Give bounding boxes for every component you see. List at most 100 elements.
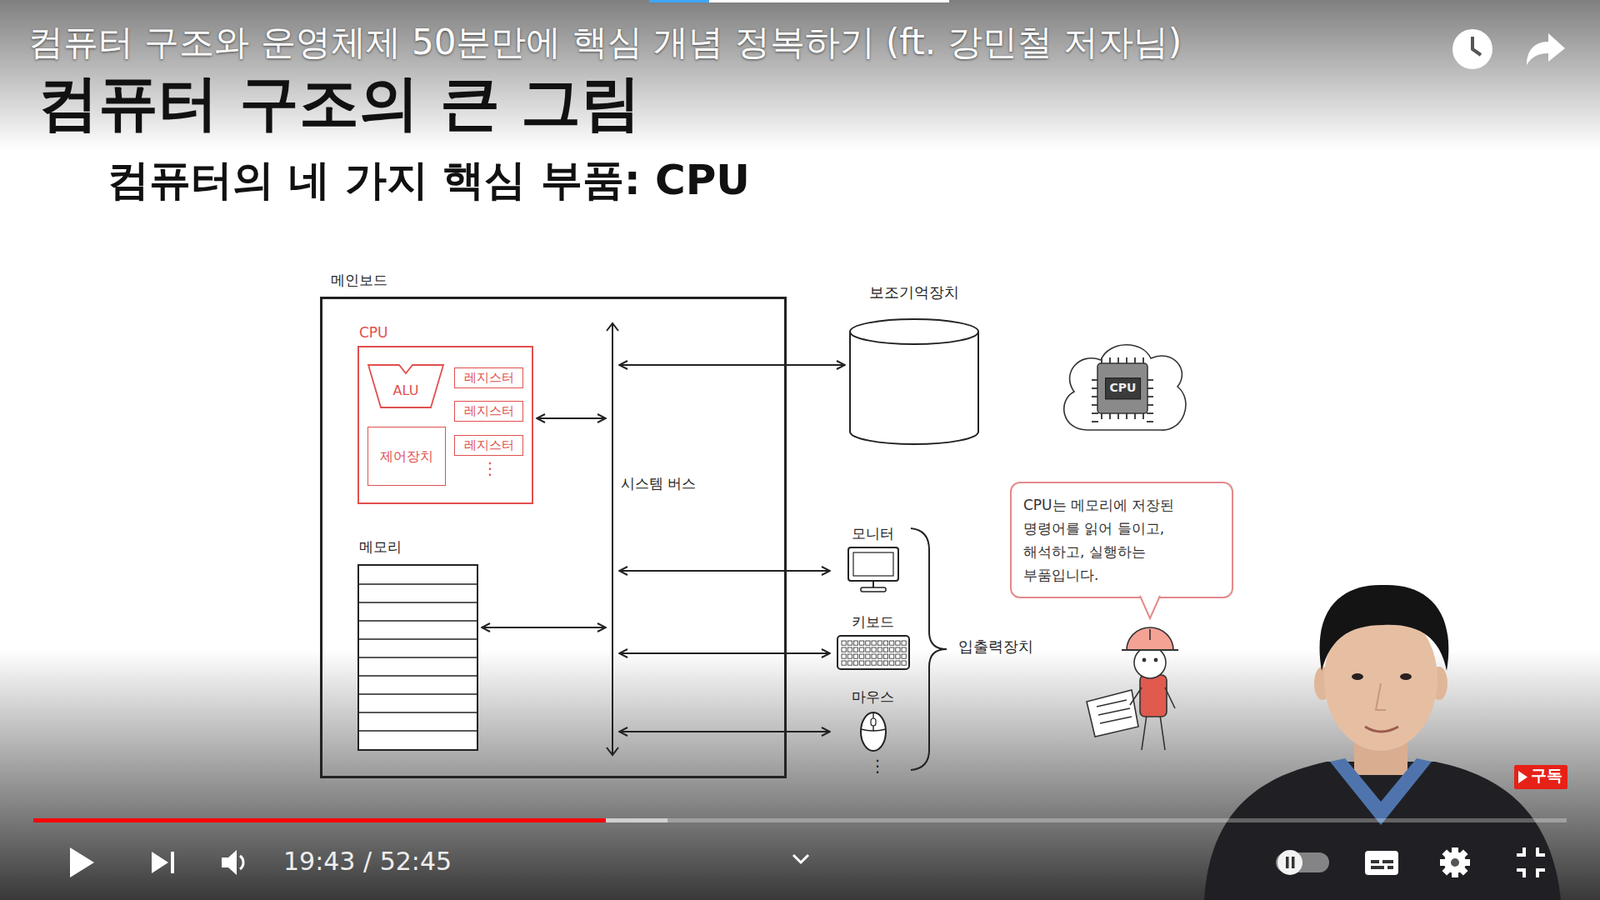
player-controls — [1451, 870, 1459, 878]
keyboard-icon-art — [901, 654, 906, 659]
keyboard-icon-art — [895, 654, 900, 659]
keyboard-icon-art — [895, 660, 900, 665]
cloud-outline — [1091, 357, 1154, 422]
keyboard-icon-art — [853, 660, 858, 665]
keyboard-icon-art — [877, 660, 882, 665]
keyboard-icon-art — [853, 654, 858, 659]
engineer-figure — [1130, 687, 1142, 705]
keyboard-icon-art — [865, 660, 870, 665]
presenter — [1320, 585, 1450, 671]
time-display: 19:43 / 52:45 — [283, 846, 452, 877]
memory-box: 메모리 — [357, 564, 479, 751]
speech-bubble: CPU는 메모리에 저장된 명령어를 읽어 들이고, 해석하고, 실행하는 부품… — [1010, 481, 1234, 599]
keyboard-icon-art — [841, 640, 846, 645]
player-controls — [151, 851, 169, 874]
cpu-box-text: CPU — [359, 324, 389, 342]
player-controls — [1451, 847, 1459, 855]
mouse-icon-art — [858, 709, 889, 753]
control-unit-box: 제어장치 — [367, 426, 446, 486]
memory-rows — [359, 711, 477, 714]
player-controls — [1537, 870, 1545, 878]
register-box: 레지스터 — [454, 400, 524, 422]
presenter — [1400, 673, 1412, 680]
player-controls — [1285, 856, 1290, 869]
keyboard-icon-art — [889, 647, 894, 652]
keyboard-icon-art — [841, 654, 846, 659]
engineer-figure — [1154, 658, 1157, 661]
mouse-icon-art — [870, 718, 876, 726]
control-unit-box-text: 제어장치 — [380, 448, 434, 465]
keyboard-icon-art — [859, 654, 864, 659]
keyboard-icon-art — [871, 654, 876, 659]
player-controls — [1277, 850, 1303, 875]
video-title: 컴퓨터 구조와 운영체제 50분만에 핵심 개념 정복하기 (ft. 강민철 저… — [28, 21, 1182, 64]
progress-bar — [33, 818, 668, 823]
bracket — [910, 528, 947, 770]
register-box: 레지스터 — [454, 367, 524, 389]
cpu-cloud: CPU — [1054, 336, 1192, 445]
player-controls — [1440, 859, 1447, 866]
monitor-icon: 모니터 — [833, 525, 913, 599]
player-controls — [1370, 865, 1385, 870]
register-box: 레지스터 — [454, 435, 524, 456]
keyboard-icon-art — [895, 640, 900, 645]
cylinder-outline — [850, 319, 979, 345]
cloud-outline — [1064, 345, 1186, 430]
keyboard-icon-art — [853, 647, 858, 652]
keyboard-icon-art — [847, 640, 852, 645]
player-controls — [1365, 850, 1399, 875]
keyboard-icon-art — [895, 647, 900, 652]
cloud-outline — [1091, 412, 1099, 415]
alu-shape: ALU — [367, 364, 445, 409]
player-controls — [240, 855, 244, 870]
mouse-icon: 마우스 — [833, 688, 913, 755]
keyboard-icon-art — [883, 647, 888, 652]
system-bus-text: 시스템 버스 — [620, 475, 696, 493]
top-icons — [1452, 29, 1493, 70]
player-controls — [1537, 847, 1545, 855]
engineer-figure — [1142, 658, 1145, 661]
player-controls — [793, 855, 809, 863]
presenter — [1204, 761, 1561, 900]
keyboard-icon-art — [901, 647, 906, 652]
group-label: 입출력장치 — [958, 637, 1034, 656]
engineer-figure — [1141, 715, 1147, 750]
memory-rows — [359, 656, 477, 659]
player-controls — [1458, 849, 1468, 859]
engineer-figure — [1165, 687, 1175, 709]
slide-title: 컴퓨터 구조의 큰 그림 — [38, 66, 641, 139]
keyboard-icon-art — [877, 654, 882, 659]
keyboard-icon-art — [871, 647, 876, 652]
keyboard-icon-art — [853, 640, 858, 645]
mouse-icon-art — [860, 712, 886, 731]
engineer-figure — [1140, 675, 1167, 717]
engineer-figure — [1149, 629, 1151, 640]
memory-rows — [359, 675, 477, 677]
player-controls — [1370, 860, 1380, 864]
engineer-figure — [1086, 627, 1179, 750]
keyboard-icon-art — [877, 640, 882, 645]
bus-connector — [536, 417, 606, 420]
storage-cylinder: 보조기억장치 — [848, 283, 980, 447]
top-shade — [0, 0, 1600, 150]
keyboard-icon-art — [889, 640, 894, 645]
presenter — [1204, 585, 1561, 900]
keyboard-icon-art — [877, 647, 882, 652]
keyboard-icon-art — [871, 640, 876, 645]
storage-cylinder-text: 보조기억장치 — [848, 283, 980, 303]
top-icons — [1452, 29, 1565, 70]
player-controls — [170, 851, 175, 874]
bubble-tail — [1140, 594, 1160, 619]
bus-connector — [619, 652, 830, 655]
bracket — [910, 528, 947, 770]
progress-bar — [33, 818, 606, 823]
monitor-icon-art — [872, 580, 875, 588]
cloud-outline — [1146, 412, 1154, 415]
keyboard-icon-art — [883, 654, 888, 659]
monitor-icon-text: 모니터 — [851, 525, 895, 543]
keyboard-icon-art — [847, 647, 852, 652]
top-icons — [1526, 33, 1565, 65]
chapter-bar — [709, 0, 950, 3]
